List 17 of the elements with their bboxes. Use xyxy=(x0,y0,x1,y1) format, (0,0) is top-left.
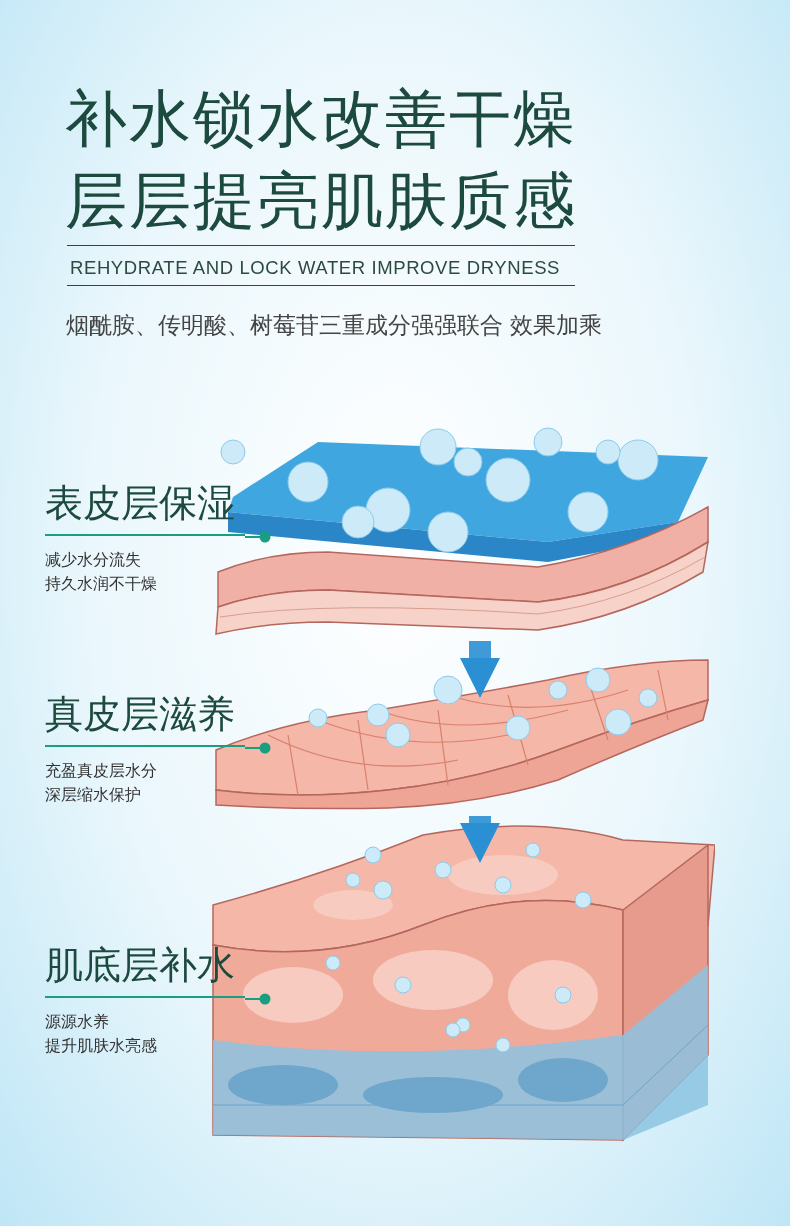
layer-heading: 真皮层滋养 xyxy=(45,691,236,738)
layer-description: 提升肌肤水亮感 xyxy=(45,1035,158,1057)
arrow xyxy=(460,816,500,863)
subtitle-english: REHYDRATE AND LOCK WATER IMPROVE DRYNESS xyxy=(70,257,560,279)
title: 补水锁水改善干燥层层提亮肌肤质感 xyxy=(65,81,578,239)
leader-line xyxy=(244,993,271,1005)
layer-description: 充盈真皮层水分 xyxy=(45,760,158,782)
layer-description: 源源水养 xyxy=(45,1011,110,1033)
leader-line xyxy=(244,742,271,754)
layer-description: 持久水润不干燥 xyxy=(45,573,158,595)
arrow xyxy=(460,641,500,698)
layer-description: 深层缩水保护 xyxy=(45,784,142,806)
layer-description: 减少水分流失 xyxy=(45,549,142,571)
leader-line xyxy=(244,531,271,543)
layer-heading: 肌底层补水 xyxy=(45,942,236,989)
layer-heading: 表皮层保湿 xyxy=(45,480,236,527)
ingredient-note: 烟酰胺、传明酸、树莓苷三重成分强强联合 效果加乘 xyxy=(66,311,603,340)
